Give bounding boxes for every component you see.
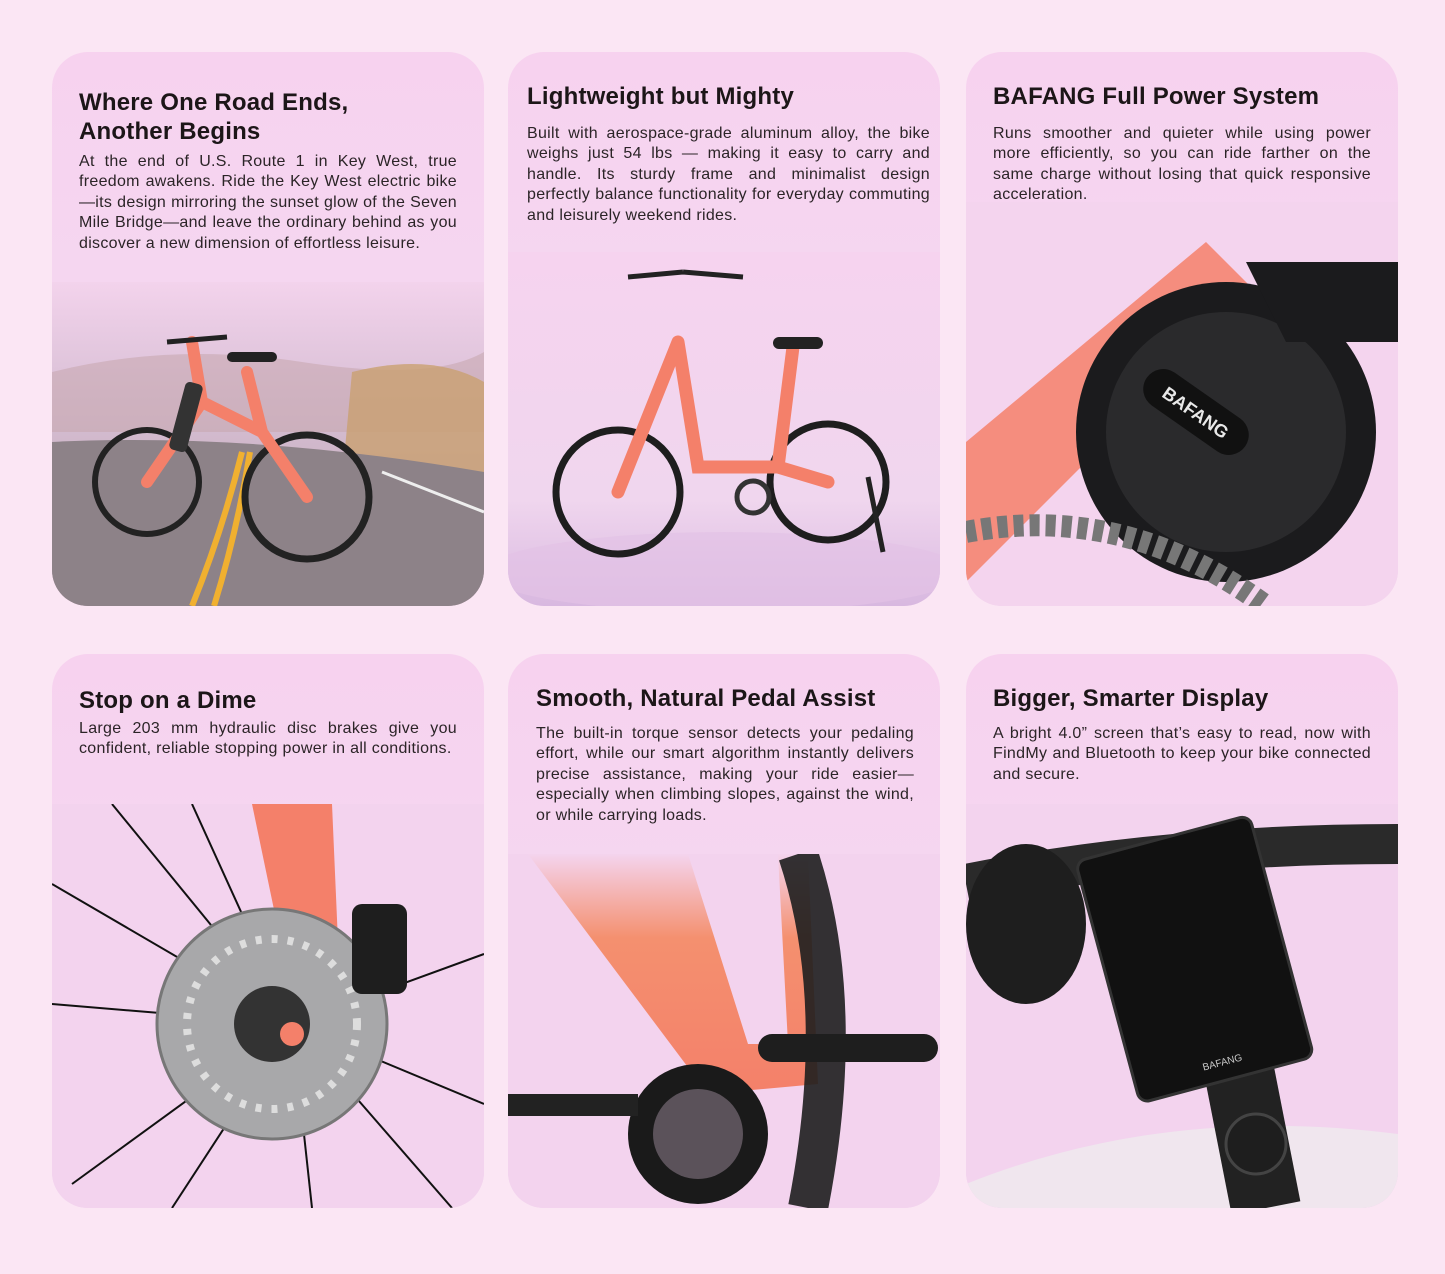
card-title: BAFANG Full Power System — [993, 83, 1320, 110]
card-body: Runs smoother and quieter while using po… — [993, 125, 1371, 204]
feature-card-brakes: Stop on a Dime Large 203 mm hydraulic di… — [52, 654, 484, 1208]
feature-card-display: Bigger, Smarter Display A bright 4.0” sc… — [966, 654, 1398, 1208]
card-title: Bigger, Smarter Display — [993, 685, 1269, 712]
feature-card-road: Where One Road Ends, Another Begins At t… — [52, 52, 484, 606]
feature-card-pedal-assist: Smooth, Natural Pedal Assist The built-i… — [508, 654, 940, 1208]
handlebar-display-photo: BAFANG — [966, 804, 1398, 1208]
bike-side-view-photo — [508, 252, 940, 606]
card-title: Smooth, Natural Pedal Assist — [536, 685, 876, 712]
crank-torque-sensor-photo — [508, 854, 940, 1208]
disc-brake-closeup-photo — [52, 804, 484, 1208]
card-body: At the end of U.S. Route 1 in Key West, … — [79, 153, 457, 252]
card-body: A bright 4.0” screen that’s easy to read… — [993, 725, 1371, 783]
feature-card-bafang-motor: BAFANG Full Power System Runs smoother a… — [966, 52, 1398, 606]
card-body: Large 203 mm hydraulic disc brakes give … — [79, 720, 457, 758]
feature-card-lightweight: Lightweight but Mighty Built with aerosp… — [508, 52, 940, 606]
card-title: Where One Road Ends, Another Begins — [79, 89, 349, 145]
card-body: Built with aerospace-grade aluminum allo… — [527, 125, 930, 224]
card-body: The built-in torque sensor detects your … — [536, 725, 914, 824]
card-title: Lightweight but Mighty — [527, 83, 795, 110]
card-title: Stop on a Dime — [79, 687, 257, 714]
hub-motor-closeup-photo: BAFANG — [966, 202, 1398, 606]
bike-on-road-photo — [52, 282, 484, 606]
